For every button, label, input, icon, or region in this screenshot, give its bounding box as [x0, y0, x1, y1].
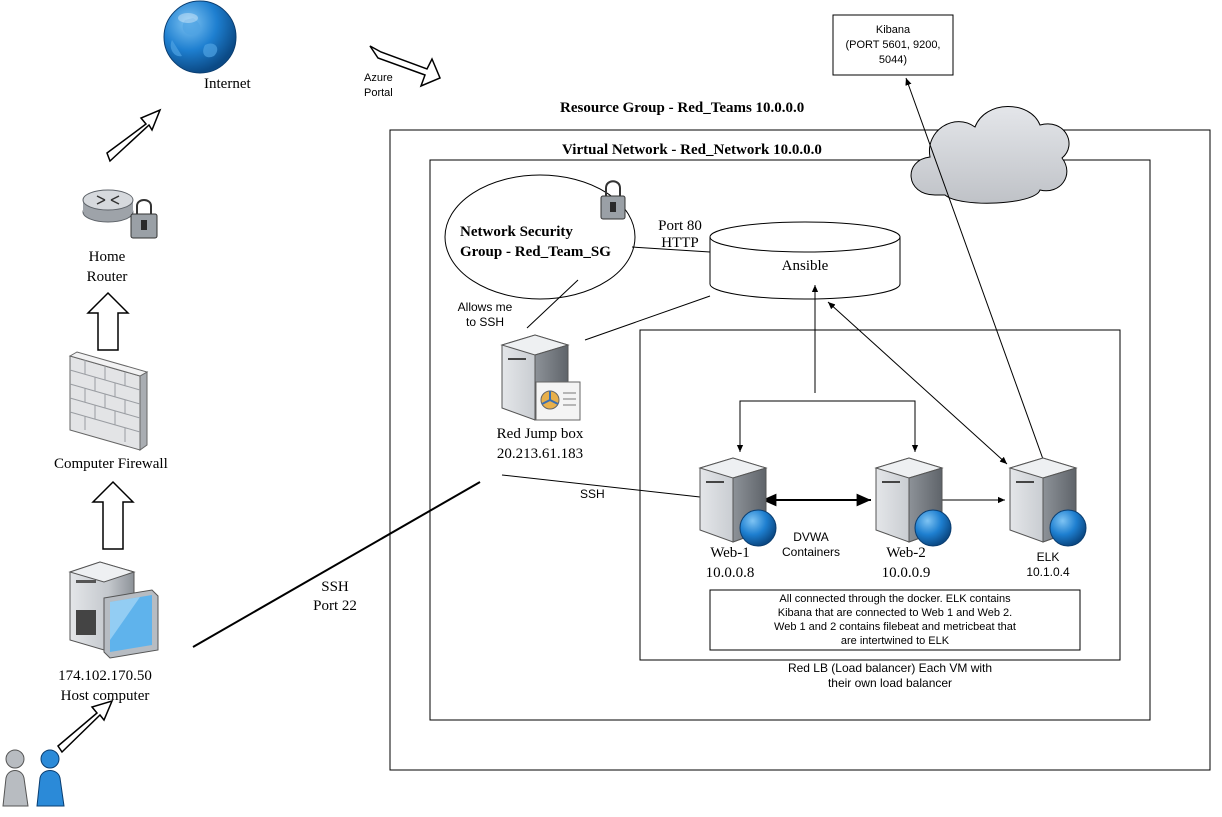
- jump-box-name: Red Jump box: [496, 426, 584, 442]
- home-router-line2: Router: [86, 269, 128, 285]
- firewall-icon: [68, 351, 149, 451]
- router-icon: [82, 189, 134, 223]
- load-balancer-label: Red LB (Load balancer) Each VM with thei…: [740, 661, 1040, 691]
- web2-name: Web-2: [886, 545, 926, 561]
- port80-line1: Port 80: [658, 218, 702, 234]
- nsg-ellipse: [444, 174, 636, 300]
- ansible-label: Ansible: [781, 258, 829, 274]
- web1-server-icon: [698, 457, 777, 547]
- web1-ip: 10.0.0.8: [705, 565, 755, 581]
- port80-line2: HTTP: [661, 235, 699, 251]
- note-line1: All connected through the docker. ELK co…: [779, 593, 1011, 605]
- router-lock-icon: [130, 199, 158, 239]
- ansible-cylinder: [709, 221, 901, 300]
- kibana-line1: Kibana: [875, 24, 911, 36]
- kibana-label: Kibana (PORT 5601, 9200, 5044): [833, 23, 953, 68]
- nsg-line2: Group - Red_Team_SG: [460, 244, 611, 260]
- nsg-label: Network Security Group - Red_Team_SG: [460, 222, 611, 262]
- ssh-inner-label: SSH: [580, 487, 605, 501]
- note-box: [709, 589, 1081, 651]
- dvwa-line1: DVWA: [793, 530, 829, 544]
- kibana-line3: 5044): [878, 54, 908, 66]
- dvwa-label: DVWA Containers: [776, 530, 846, 560]
- cloud-icon: [910, 106, 1070, 204]
- ssh-outer-line1: SSH: [321, 579, 349, 595]
- azure-portal-arrow: [369, 45, 441, 88]
- kibana-box: [832, 14, 954, 76]
- ssh-outer-line2: Port 22: [313, 598, 357, 614]
- lb-line2: their own load balancer: [827, 676, 953, 690]
- web2-ip: 10.0.0.9: [881, 565, 931, 581]
- computer-firewall-label: Computer Firewall: [54, 456, 168, 472]
- web2-label: Web-2 10.0.0.9: [866, 543, 946, 583]
- web1-name: Web-1: [710, 545, 750, 561]
- note-line2: Kibana that are connected to Web 1 and W…: [777, 607, 1013, 619]
- note-line3: Web 1 and 2 contains filebeat and metric…: [774, 621, 1016, 633]
- allows-line2: to SSH: [465, 315, 504, 329]
- globe-icon: [163, 0, 237, 74]
- computer-to-firewall-arrow: [91, 480, 135, 550]
- web2-server-icon: [874, 457, 952, 547]
- port80-label: Port 80 HTTP: [650, 218, 710, 252]
- allows-line1: Allows me: [457, 300, 513, 314]
- host-ip: 174.102.170.50: [58, 668, 152, 684]
- elk-label: ELK 10.1.0.4: [1018, 550, 1078, 580]
- host-name: Host computer: [60, 688, 150, 704]
- desktop-computer-icon: [68, 561, 159, 659]
- allows-ssh-label: Allows me to SSH: [452, 300, 518, 330]
- virtual-network-box: [429, 159, 1151, 721]
- jump-box-label: Red Jump box 20.213.61.183: [470, 424, 610, 464]
- router-to-internet-arrow: [106, 108, 162, 163]
- jump-box-ip: 20.213.61.183: [496, 446, 584, 462]
- home-router-line1: Home: [88, 249, 126, 265]
- dvwa-line2: Containers: [781, 545, 841, 559]
- users-icon: [2, 749, 65, 807]
- web1-label: Web-1 10.0.0.8: [690, 543, 770, 583]
- jump-box-server-icon: [500, 334, 581, 421]
- home-router-label: Home Router: [70, 247, 144, 287]
- elk-server-icon: [1008, 457, 1087, 547]
- azure-portal-label: Azure Portal: [364, 71, 393, 101]
- resource-group-title: Resource Group - Red_Teams 10.0.0.0: [560, 100, 805, 116]
- firewall-to-router-arrow: [86, 291, 130, 351]
- note-line4: are intertwined to ELK: [840, 635, 950, 647]
- lb-line1: Red LB (Load balancer) Each VM with: [787, 661, 993, 675]
- internet-label: Internet: [204, 76, 251, 92]
- kibana-line2: (PORT 5601, 9200,: [845, 39, 941, 51]
- users-to-host-arrow: [57, 699, 114, 754]
- docker-note: All connected through the docker. ELK co…: [710, 592, 1080, 648]
- connection-lines: [192, 77, 1063, 648]
- nsg-line1: Network Security: [460, 224, 573, 240]
- azure-portal-line2: Portal: [364, 87, 393, 99]
- elk-ip: 10.1.0.4: [1026, 565, 1070, 579]
- azure-portal-line1: Azure: [364, 72, 393, 84]
- resource-group-box: [389, 129, 1211, 771]
- nsg-lock-icon: [600, 180, 626, 220]
- host-computer-label: 174.102.170.50 Host computer: [40, 666, 170, 706]
- virtual-network-title: Virtual Network - Red_Network 10.0.0.0: [562, 142, 822, 158]
- elk-name: ELK: [1036, 550, 1060, 564]
- ssh-port22-label: SSH Port 22: [300, 578, 370, 616]
